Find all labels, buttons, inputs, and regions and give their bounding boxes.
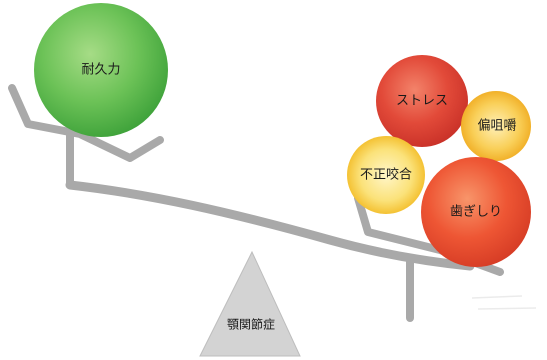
factor-bruxism: 歯ぎしり [421,157,531,267]
scan-artifact [471,295,537,310]
factor-unilateral-chewing-label: 偏咀嚼 [477,119,516,134]
fulcrum-label: 顎関節症 [227,317,275,332]
factor-endurance: 耐久力 [34,3,168,137]
factor-bruxism-label: 歯ぎしり [450,205,502,220]
fulcrum-triangle [199,250,301,357]
seesaw-beam [65,180,475,271]
factor-malocclusion-label: 不正咬合 [360,167,412,183]
factor-stress: ストレス [376,55,468,147]
factor-endurance-label: 耐久力 [81,63,120,78]
factor-stress-label: ストレス [396,94,448,109]
left-pan [8,84,164,189]
factor-malocclusion: 不正咬合 [347,136,425,214]
factor-unilateral-chewing: 偏咀嚼 [461,91,531,161]
